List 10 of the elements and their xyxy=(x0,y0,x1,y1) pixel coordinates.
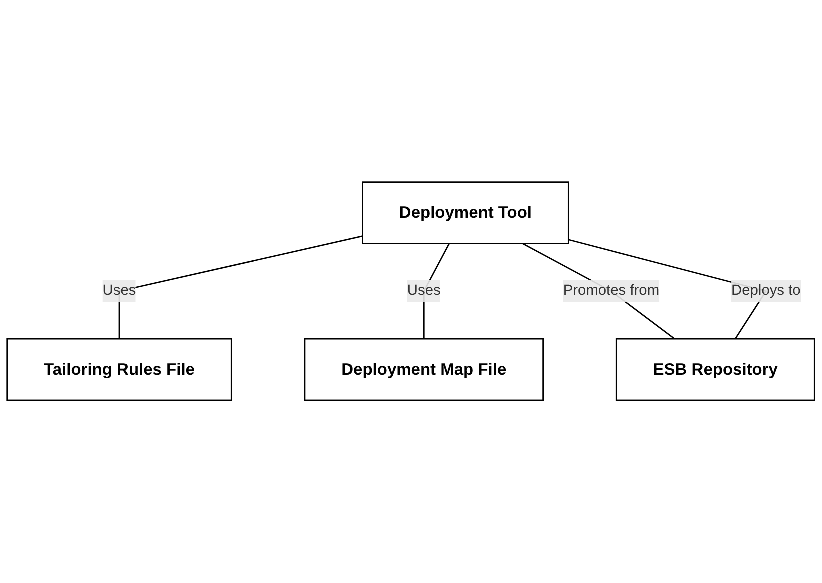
edge-label: Deploys to xyxy=(732,283,801,299)
edge-label: Uses xyxy=(407,283,441,299)
node-box: Deployment Map File xyxy=(304,338,544,402)
connector xyxy=(522,243,676,340)
node-box: Tailoring Rules File xyxy=(6,338,232,402)
node-box: ESB Repository xyxy=(616,338,816,402)
edge-label: Uses xyxy=(102,283,136,299)
node-box: Deployment Tool xyxy=(362,182,570,245)
connector xyxy=(118,236,363,340)
edge-label: Promotes from xyxy=(563,283,660,299)
